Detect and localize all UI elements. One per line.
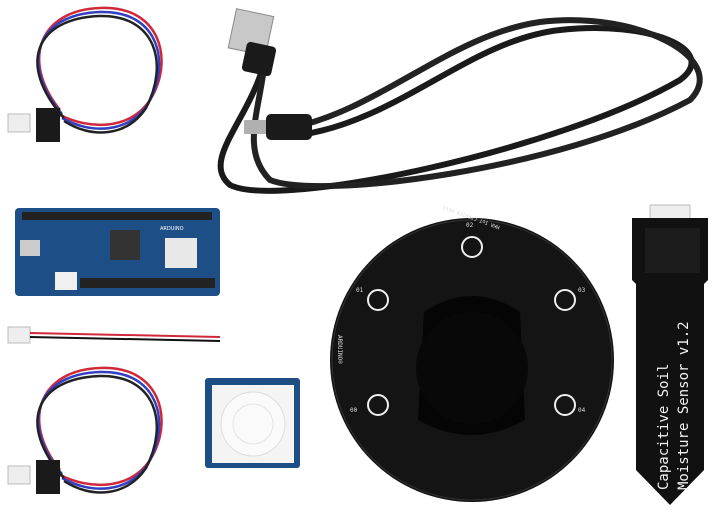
carrier-brand: ARDUINO® — [336, 335, 343, 364]
soil-sensor-line1: Capacitive Soil — [656, 364, 672, 490]
jumper-cable-bottom — [7, 366, 163, 494]
micro-usb-connector — [244, 114, 312, 140]
pad-label-01: 01 — [356, 287, 364, 294]
arduino-mkr-board: ARDUINO — [15, 208, 220, 296]
jumper-cable-top — [7, 6, 163, 142]
capacitive-soil-moisture-sensor: Capacitive Soil Moisture Sensor v1.2 — [632, 204, 708, 505]
mkr-iot-carrier: 00 01 02 03 04 ARDUINO® MKR IoT CARRIER … — [330, 204, 614, 502]
usb-a-connector — [227, 8, 277, 77]
pir-motion-sensor — [205, 378, 300, 468]
touch-pads — [367, 236, 576, 416]
pad-label-02: 02 — [466, 222, 474, 229]
soil-sensor-line2: Moisture Sensor v1.2 — [676, 321, 692, 490]
usb-cable — [217, 8, 703, 194]
pad-label-03: 03 — [578, 287, 586, 294]
jst-cable — [7, 326, 221, 344]
pad-label-04: 04 — [578, 407, 586, 414]
mkr-brand: ARDUINO — [160, 226, 184, 232]
pad-label-00: 00 — [350, 407, 358, 414]
